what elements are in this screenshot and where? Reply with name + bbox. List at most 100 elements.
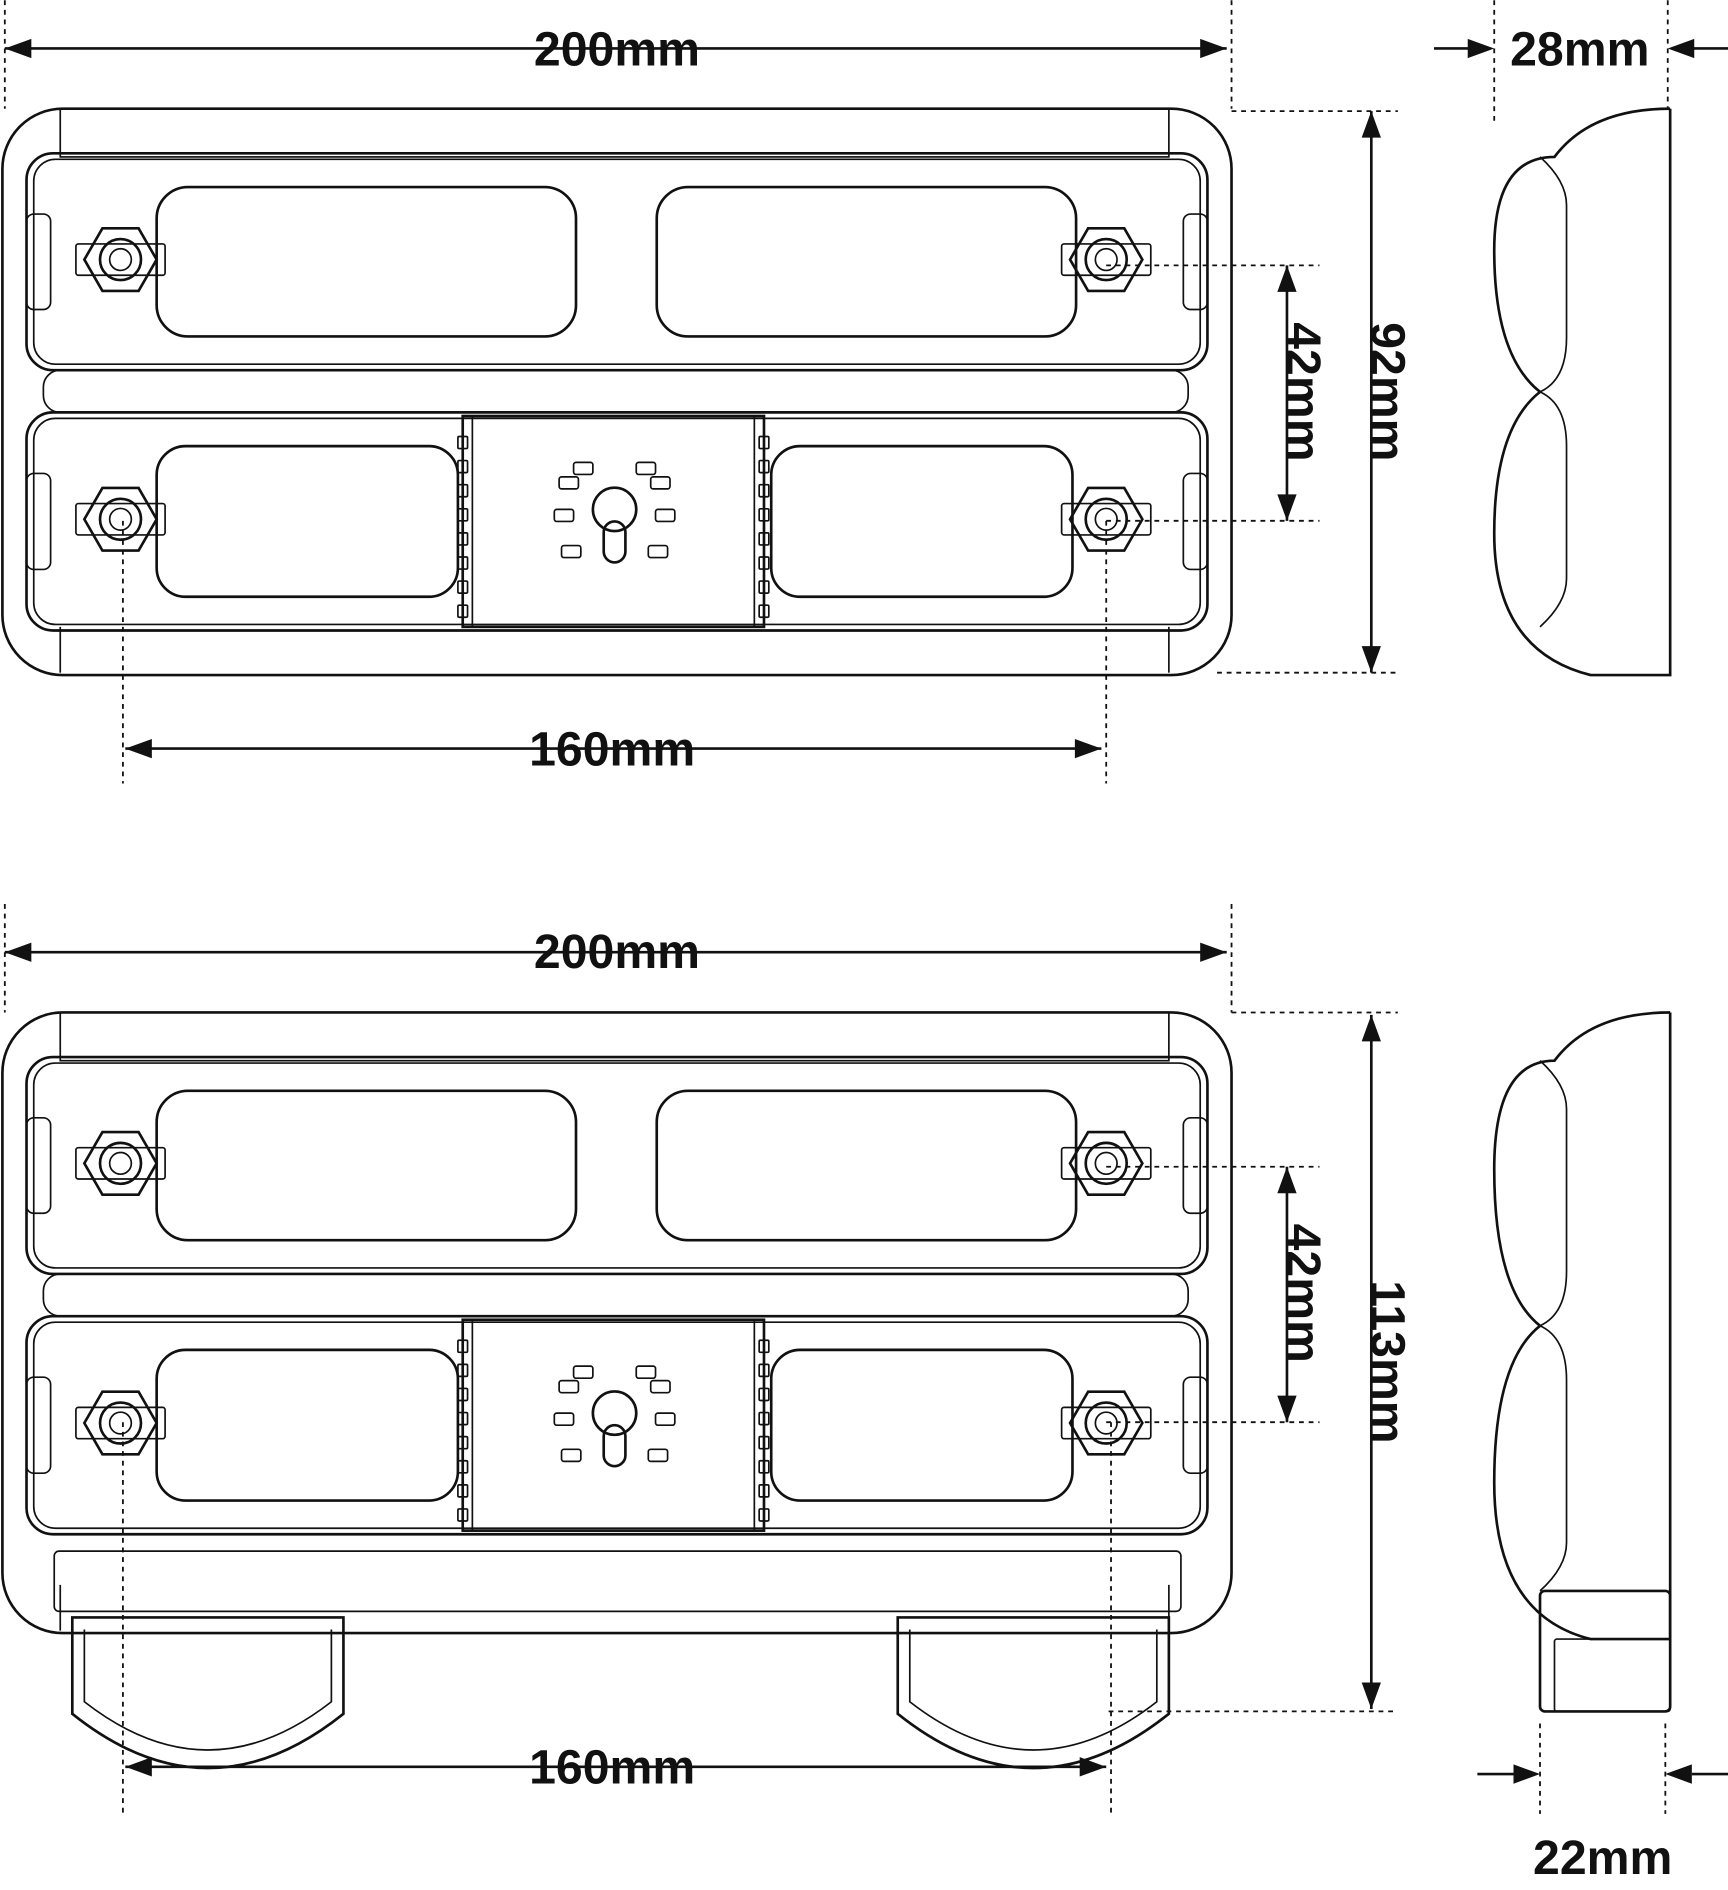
bottom-width-label: 200mm (534, 925, 700, 979)
top-lamp-spacing-label: 42mm (1276, 322, 1330, 461)
bottom-mount-spacing-label: 160mm (529, 1741, 695, 1795)
rib (457, 1484, 469, 1498)
bottom-lamp-spacing-label: 42mm (1276, 1224, 1330, 1363)
rib (457, 556, 469, 570)
hex-nut-icon (1068, 1130, 1144, 1196)
rib (758, 1363, 770, 1378)
nut-slot (1060, 1146, 1152, 1180)
led-icon (553, 508, 575, 523)
mount-bracket (70, 1616, 345, 1770)
rib (758, 580, 770, 594)
nut-slot (1060, 243, 1152, 277)
keyhole-icon (591, 1390, 638, 1437)
rib (758, 1339, 770, 1354)
arrowhead (125, 738, 152, 759)
arrowhead (1277, 494, 1297, 521)
arrowhead (4, 942, 32, 962)
panel-inner (32, 1062, 1202, 1269)
keyhole-slot (602, 1423, 627, 1468)
lens-window (155, 1089, 578, 1242)
rib (758, 532, 770, 546)
led-icon (572, 461, 594, 476)
rib (758, 459, 770, 474)
panel-clip (25, 213, 52, 311)
keyhole-slot (602, 520, 627, 564)
rib (457, 1363, 469, 1378)
side-profile (1492, 107, 1672, 677)
bolt-hole-icon (1084, 497, 1129, 542)
rib (457, 580, 469, 594)
arrowhead (1361, 646, 1381, 673)
rib (457, 507, 469, 522)
arrowhead (1361, 111, 1381, 138)
panel-clip (1182, 213, 1209, 311)
bolt-hole-inner (108, 1151, 133, 1176)
panel-clip (25, 1376, 52, 1475)
rib (457, 604, 469, 619)
bolt-hole-icon (98, 1141, 143, 1186)
rib (457, 1508, 469, 1522)
rib (457, 1339, 469, 1354)
lens-window (155, 444, 460, 599)
rib (457, 459, 469, 474)
top-width-label: 200mm (534, 22, 700, 76)
arrowhead (1200, 942, 1227, 962)
bolt-hole-inner (108, 507, 133, 531)
bolt-hole-inner (1094, 507, 1118, 531)
nut-slot (75, 1406, 166, 1440)
arrowhead (1079, 1757, 1107, 1777)
side-lens (1539, 1325, 1568, 1592)
arrowhead (125, 1757, 152, 1777)
hex-nut-icon (1068, 226, 1144, 293)
panel-divider (42, 1273, 1189, 1317)
mount-bracket-inner (908, 1629, 1158, 1751)
side-lens (1539, 391, 1568, 628)
arrowhead (1513, 1764, 1541, 1784)
side-profile (1492, 1011, 1672, 1641)
rib (758, 1508, 770, 1522)
bottom-height-label: 113mm (1360, 1280, 1414, 1443)
arrowhead (1667, 38, 1695, 59)
side-lens (1539, 156, 1568, 393)
mount-bracket-inner (83, 1629, 333, 1751)
led-icon (560, 544, 582, 559)
rib (457, 1387, 469, 1402)
led-icon (654, 508, 676, 523)
hex-nut-icon (82, 1390, 159, 1456)
led-icon (654, 1412, 676, 1427)
bolt-hole-inner (108, 1411, 133, 1435)
side-lens (1539, 1060, 1568, 1327)
panel-inner (32, 158, 1202, 366)
lens-window (655, 185, 1078, 338)
led-icon (558, 476, 580, 490)
panel-clip (1182, 1116, 1209, 1215)
nut-slot (1060, 1406, 1152, 1440)
bolt-hole-icon (98, 1401, 143, 1445)
panel-inner (32, 417, 1202, 626)
led-icon (558, 1379, 580, 1394)
led-icon (553, 1412, 575, 1427)
lens-window (769, 444, 1074, 599)
side-bracket (1538, 1589, 1672, 1713)
arrowhead (1277, 1166, 1297, 1194)
led-icon (560, 1448, 582, 1463)
rib (758, 1459, 770, 1474)
bolt-hole-icon (1084, 1141, 1129, 1186)
lens-window (769, 1348, 1074, 1502)
bolt-hole-inner (108, 247, 133, 272)
bolt-hole-icon (98, 497, 143, 542)
mount-bracket (896, 1616, 1171, 1770)
led-icon (635, 1365, 657, 1380)
lens-window (155, 1348, 460, 1502)
rib (758, 1484, 770, 1498)
rib (758, 435, 770, 450)
led-icon (647, 544, 669, 559)
rib (758, 1411, 770, 1426)
led-icon (649, 476, 671, 490)
rib (758, 1435, 770, 1450)
lens-window (155, 185, 578, 338)
arrowhead (1277, 265, 1297, 292)
housing-top-rim (59, 1011, 1170, 1062)
